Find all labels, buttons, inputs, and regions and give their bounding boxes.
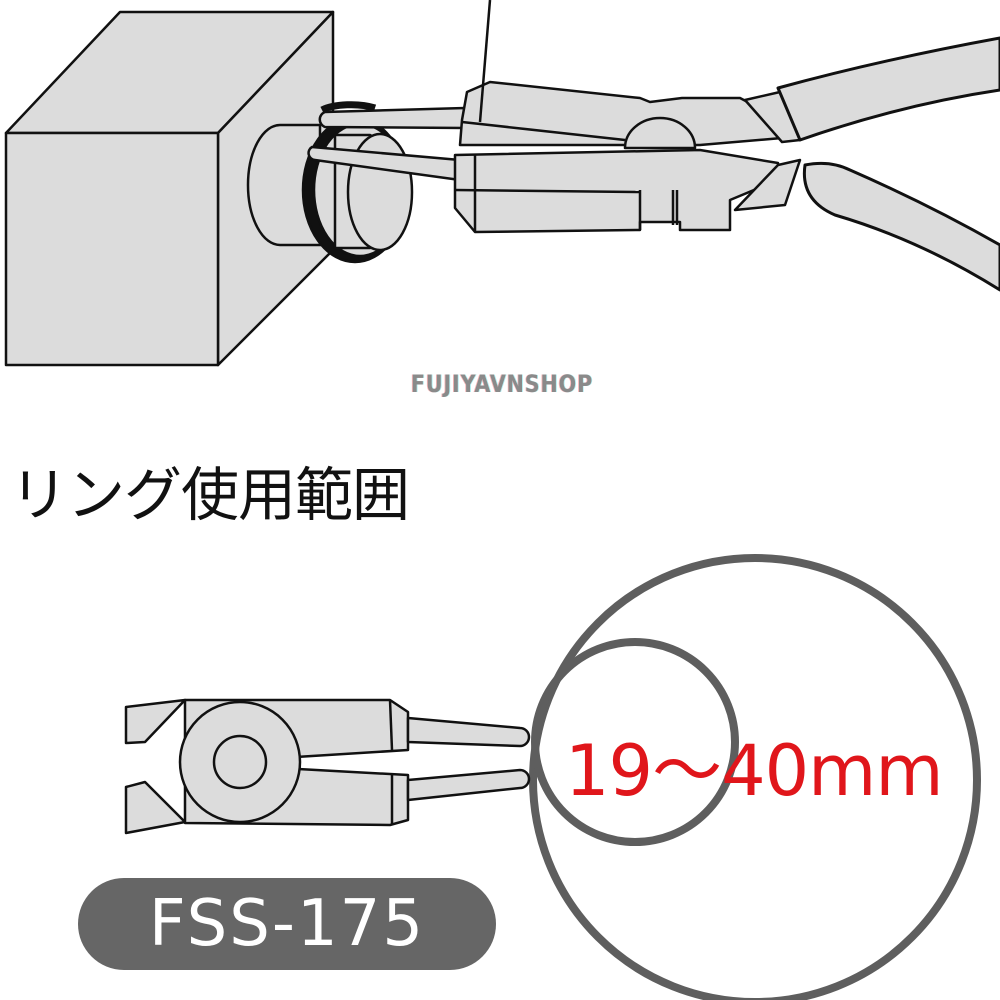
small-pliers <box>124 698 531 835</box>
pliers-tips <box>307 106 467 182</box>
pliers-head <box>453 0 802 234</box>
model-badge: FSS-175 <box>78 878 496 970</box>
watermark: FUJIYAVNSHOP <box>410 370 594 398</box>
large-ring <box>529 554 981 1000</box>
small-ring <box>531 638 739 846</box>
heading-ring-usage-range: リング使用範囲 <box>10 461 410 529</box>
ring-range-label: 19〜40mm <box>565 730 944 812</box>
model-number: FSS-175 <box>148 887 426 961</box>
ring-circles <box>529 554 981 1000</box>
pliers-handles <box>776 36 1000 292</box>
